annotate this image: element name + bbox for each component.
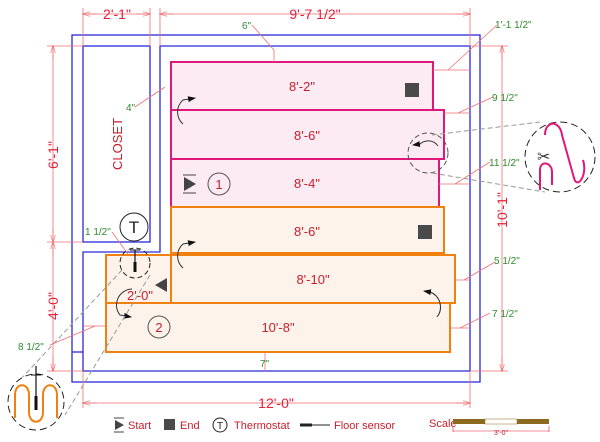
note-r2: 9 1/2"	[492, 93, 518, 104]
note-left-gap: 4"	[126, 103, 136, 114]
start-icon	[155, 278, 167, 292]
svg-text:2: 2	[155, 320, 162, 335]
mat-2-label: 8'-6"	[294, 128, 320, 143]
thermostat-icon: T	[212, 417, 228, 433]
note-bottom-gap: 7"	[260, 359, 270, 370]
detail-leader	[431, 121, 546, 193]
note-r3: 11 1/2"	[489, 158, 520, 169]
note-left-bottom: 8 1/2"	[18, 342, 44, 353]
closet-label: CLOSET	[110, 118, 125, 170]
svg-text:End: End	[180, 420, 200, 432]
turn-arrows	[116, 96, 441, 319]
note-thermo-gap: 1 1/2"	[85, 227, 111, 238]
end-icon	[418, 225, 432, 239]
dimension-lines	[47, 8, 508, 408]
end-icon	[405, 83, 419, 97]
closet-wall	[82, 45, 151, 243]
svg-text:Scale: Scale	[429, 418, 457, 430]
mat-6[interactable]	[105, 302, 451, 353]
mat-5-label: 8'-10"	[296, 272, 330, 287]
mat-6-label: 10'-8"	[261, 320, 295, 335]
heating-mats[interactable]	[105, 61, 456, 353]
sensor-detail	[7, 366, 65, 431]
scale-bar: 3'-0"	[452, 418, 550, 437]
note-r4: 5 1/2"	[494, 256, 520, 267]
dim-left-upper: 6'-1"	[45, 141, 61, 169]
mat-3-label: 8'-4"	[294, 176, 320, 191]
note-r1: 1'-1 1/2"	[495, 20, 532, 31]
mat-1-label: 8'-2"	[289, 79, 315, 94]
mat-4-label: 8'-6"	[294, 224, 320, 239]
cut-detail-marker	[407, 132, 449, 174]
outer-wall	[71, 34, 481, 383]
zone-1-marker: 1	[207, 172, 231, 196]
legend: Start End T Thermostat Floor sensor Scal…	[114, 417, 550, 437]
start-icon	[115, 420, 124, 430]
mat-1[interactable]	[170, 61, 434, 111]
thermostat-icon: T	[119, 212, 149, 242]
note-top-gap: 6"	[242, 21, 252, 32]
sensor-leader	[19, 269, 151, 416]
zone-2-marker: 2	[147, 315, 171, 339]
svg-text:Start: Start	[128, 420, 151, 432]
corner-label: 2'-0"	[127, 288, 153, 303]
end-icon	[164, 419, 175, 430]
note-r5: 7 1/2"	[492, 309, 518, 320]
dim-left-lower: 4'-0"	[45, 292, 61, 320]
svg-text:3'-0": 3'-0"	[494, 430, 508, 437]
mat-2[interactable]	[170, 109, 445, 160]
svg-text:Floor sensor: Floor sensor	[334, 420, 395, 432]
scissors-icon: ✂	[537, 149, 550, 166]
mat-4[interactable]	[170, 206, 445, 254]
svg-text:1: 1	[215, 177, 222, 192]
start-icon	[183, 174, 196, 194]
svg-text:T: T	[129, 218, 139, 237]
dim-right: 10'-1"	[494, 192, 510, 228]
svg-text:Thermostat: Thermostat	[234, 420, 290, 432]
cut-detail: ✂	[524, 121, 596, 193]
floor-sensor-detail-marker	[119, 247, 151, 279]
mat-5[interactable]	[105, 254, 456, 304]
dim-top-closet: 2'-1"	[103, 6, 131, 22]
dim-top-main: 9'-7 1/2"	[289, 6, 340, 22]
dim-bottom: 12'-0"	[258, 395, 294, 411]
svg-text:T: T	[217, 421, 223, 432]
